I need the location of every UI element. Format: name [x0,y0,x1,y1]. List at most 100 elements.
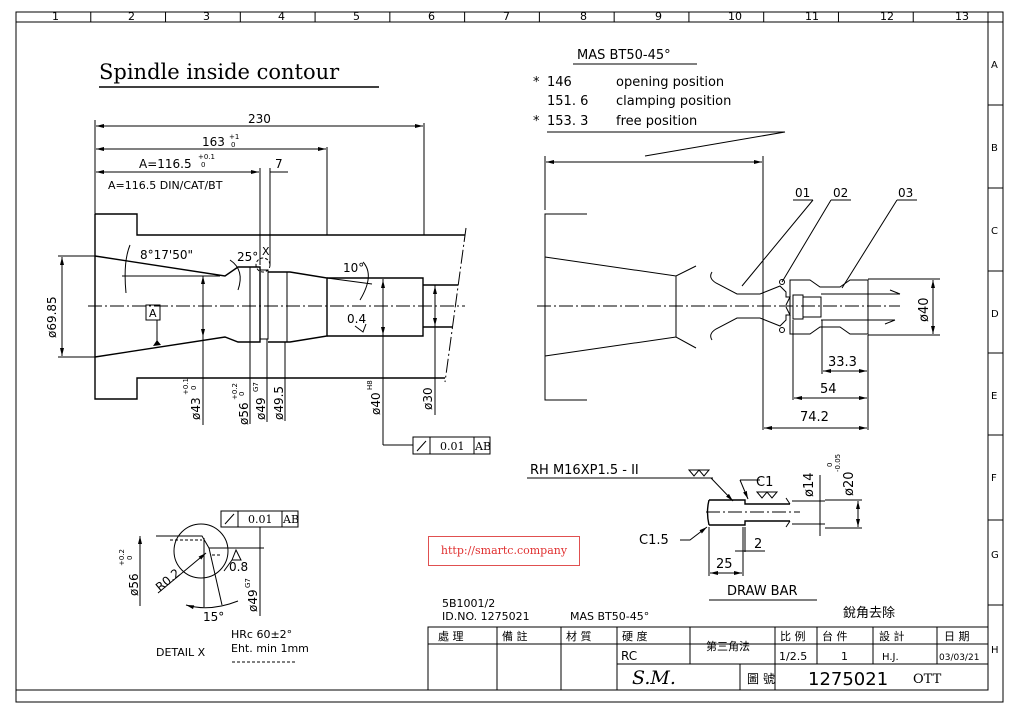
outer-border [15,11,1004,703]
designer-value: H.J. [882,652,899,663]
diameter-56: ø56 [237,402,251,425]
tolerance-lower: -0.05 [834,454,842,472]
hardness-note: HRc 60±2° [231,628,292,641]
draw-bar-housing [789,279,869,335]
drawing-suffix: OTT [913,672,942,687]
header-cell: 第三角法 [706,639,750,653]
position-label: clamping position [616,94,731,109]
spindle-inside-contour-view: Spindle inside contour 230 163 +1 0 A=11… [45,60,491,455]
view-title: Spindle inside contour [99,60,340,84]
column-label: 12 [880,10,894,23]
spindle-outline [94,213,465,400]
title-block: 5B1001/2 ID.NO. 1275021 MAS BT50-45° 銳角去… [427,597,989,691]
column-label: 10 [728,10,742,23]
column-label: 13 [955,10,969,23]
row-zone-ticks [988,104,1003,606]
datum-a: A [149,307,157,320]
header-cell: 設 計 [879,629,905,643]
row-zone-labels: A B C D E F G H [991,60,999,656]
dimension-163: 163 [202,135,225,149]
scale-value: 1/2.5 [779,650,807,663]
dimension-2: 2 [754,537,762,552]
draw-bar-view: RH M16XP1.5 - II C1 ø14 ø20 0 -0.05 C1.5… [527,454,862,601]
angle-25: 25° [237,250,258,264]
callout-01: 01 [795,186,810,200]
column-label: 2 [128,10,135,23]
diameter-49: ø49 [254,397,268,420]
diameter-49-5: ø49.5 [272,386,286,420]
datum-box [145,304,161,321]
chamfer-c1: C1 [756,475,773,490]
diameter-30: ø30 [421,387,435,410]
diameter-56-detail: ø56 [127,573,141,596]
diameter-69-85: ø69.85 [45,296,59,338]
callout-02: 02 [833,186,848,200]
watermark-link[interactable]: http://smartc.company [428,536,580,566]
date-value: 03/03/21 [939,653,979,663]
column-label: 7 [503,10,510,23]
runout-datum: AB [474,440,491,453]
chamfer-c1-5: C1.5 [639,533,669,548]
roughness-symbol [755,491,779,499]
fit-class: G7 [252,382,260,392]
diameter-14: ø14 [802,473,817,498]
header-cell: 台 件 [822,629,848,643]
detail-x-circle [255,257,271,273]
callout-03: 03 [898,186,913,200]
column-label: 3 [203,10,210,23]
row-label: F [991,473,997,484]
mas-title: MAS BT50-45° [577,48,671,63]
diameter-20: ø20 [842,472,857,497]
row-label: C [991,226,998,237]
roughness-0-8: 0.8 [229,560,248,574]
runout-datum: AB [282,513,299,526]
header-cell: 處 理 [438,629,464,643]
position-value: 153. 3 [547,114,588,129]
draw-bar-title: DRAW BAR [727,584,798,599]
gripper-fingers [710,271,791,341]
tolerance-upper: 0 [826,463,834,467]
drawing-no-label: 圖 號 [747,672,775,686]
hardness-value: RC [621,649,637,663]
column-label: 9 [655,10,662,23]
thread-note: RH M16XP1.5 - II [530,463,639,478]
header-cell: 材 質 [566,629,592,643]
deburr-note: 銳角去除 [843,606,895,621]
detail-circle [173,523,229,579]
tolerance-upper: +0.2 [118,549,126,566]
runout-icon [416,440,427,452]
dimension-25: 25 [716,557,733,572]
dimension-A: A=116.5 [139,157,192,171]
angle-taper: 8°17'50" [140,248,193,262]
quantity-value: 1 [841,650,848,663]
radius-r0-2: R0.2 [153,566,183,594]
dimension-54: 54 [820,382,837,397]
header-cell: 比 例 [780,629,806,643]
datum-triangle [153,340,161,346]
id-number: ID.NO. 1275021 [442,610,530,623]
tolerance-lower: 0 [231,141,235,149]
tolerance-upper: +0.1 [198,153,215,161]
column-label: 11 [805,10,819,23]
detail-x-title: DETAIL X [156,646,206,659]
tolerance-upper: +0.1 [182,378,190,395]
column-zone-ticks [90,12,914,22]
dimension-33-3: 33.3 [828,355,857,370]
row-label: E [991,391,997,402]
row-label: B [991,143,998,154]
dimension-230: 230 [248,112,271,126]
column-label: 6 [428,10,435,23]
column-zone-labels: 1 2 3 4 5 6 7 8 9 10 11 12 13 [52,10,969,23]
company-name: S.M. [632,667,676,689]
case-depth-note: Eht. min 1mm [231,642,309,655]
tolerance-lower: 0 [190,386,198,390]
header-cell: 硬 度 [622,629,648,643]
runout-value: 0.01 [248,513,273,526]
runout-icon [224,513,235,525]
tolerance-lower: 0 [201,161,205,169]
diameter-40-right: ø40 [917,298,932,323]
dimension-A-note: A=116.5 DIN/CAT/BT [108,179,223,192]
diameter-49-detail: ø49 [246,589,260,612]
diameter-43: ø43 [189,397,203,420]
